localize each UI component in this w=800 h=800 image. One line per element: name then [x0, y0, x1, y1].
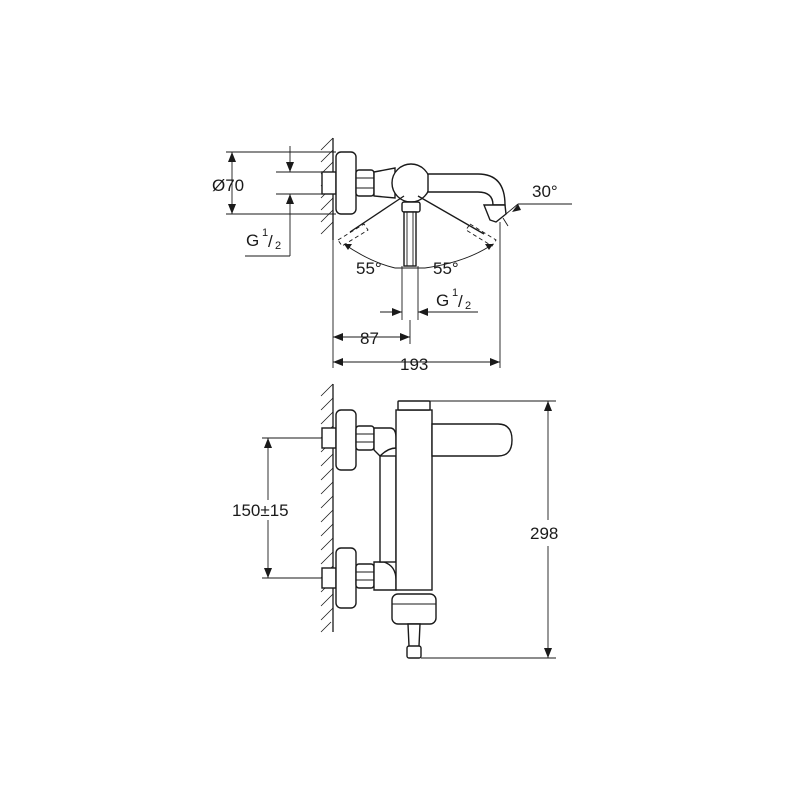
lever-pos-right [465, 223, 497, 247]
front-outlet [407, 623, 421, 650]
front-view [262, 383, 556, 659]
front-connector-body [379, 455, 397, 563]
label-g-bottom-slash: / [458, 292, 463, 311]
lever-guide-right [417, 195, 485, 235]
label-g-bottom: G [436, 291, 449, 310]
top-view [226, 137, 572, 368]
top-mixer-body [373, 167, 396, 199]
label-centers: 150±15 [232, 501, 289, 520]
front-upper-pipe [321, 427, 337, 449]
front-lower-pipe [321, 567, 337, 589]
top-spout [427, 173, 506, 206]
label-g-bottom-den: 2 [465, 300, 471, 312]
label-height: 298 [530, 524, 558, 543]
label-angle-left: 55° [356, 259, 382, 278]
front-lower-nut [355, 563, 375, 589]
top-spout-tip [482, 204, 507, 223]
top-union-pipe [321, 171, 337, 195]
top-rosette [335, 151, 357, 215]
label-angle-spout: 30° [532, 182, 558, 201]
label-g-left: G [246, 231, 259, 250]
front-upper-rosette [335, 409, 357, 471]
front-lever [431, 423, 513, 457]
lever-guide-left [349, 195, 405, 233]
label-g-bottom-num: 1 [452, 287, 458, 299]
label-g-left-slash: / [268, 232, 273, 251]
label-g-left-den: 2 [275, 240, 281, 252]
top-union-nut [355, 169, 375, 197]
top-diverter [401, 201, 421, 213]
front-upper-elbow [373, 427, 397, 457]
lever-pos-left [337, 223, 369, 247]
front-lower-rosette [335, 547, 357, 609]
label-g-left-num: 1 [262, 227, 268, 239]
label-angle-right: 55° [433, 259, 459, 278]
front-upper-nut [355, 425, 375, 451]
label-depth-193: 193 [400, 355, 428, 374]
front-mixer-top-cap [397, 400, 431, 411]
label-diameter: Ø70 [212, 176, 244, 195]
front-outlet-tip [406, 645, 422, 659]
label-depth-87: 87 [360, 329, 379, 348]
front-diverter-housing [391, 593, 437, 625]
top-diverter-stem [403, 211, 417, 267]
front-lower-elbow [373, 561, 397, 591]
wall-hatching-front [320, 383, 334, 633]
front-mixer-cylinder [395, 409, 433, 591]
top-lever-cap [391, 163, 431, 203]
